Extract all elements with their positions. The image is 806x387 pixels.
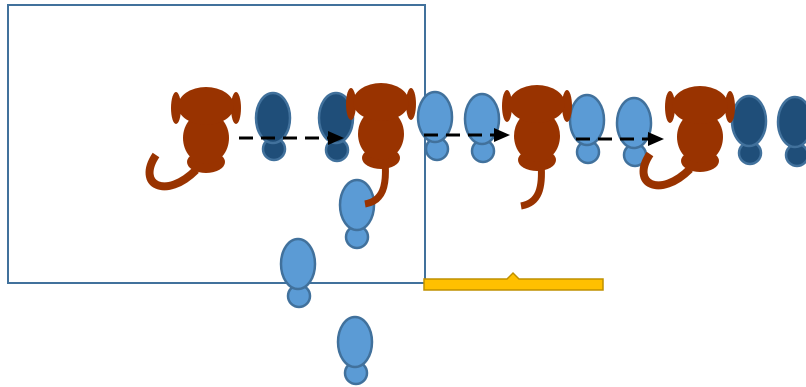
- selection-frame: [7, 4, 426, 284]
- blob-light-1: [416, 90, 454, 162]
- blob-dark-4: [776, 95, 806, 168]
- blob-body: [416, 90, 454, 144]
- monkey-ear-left: [346, 88, 356, 120]
- blob-light-7: [336, 315, 374, 386]
- monkey-tail: [639, 151, 693, 190]
- blob-body: [615, 96, 653, 150]
- arrow-3: [576, 132, 664, 146]
- monkey-body: [514, 110, 560, 162]
- monkey-ear-right: [406, 88, 416, 120]
- monkey-head: [178, 87, 234, 125]
- blob-dark-2: [317, 91, 355, 163]
- blob-body: [463, 92, 501, 146]
- monkey-head: [672, 86, 728, 124]
- arrow-head: [328, 131, 344, 145]
- monkey-3: [502, 85, 572, 210]
- arrow-head: [648, 132, 664, 146]
- monkey-ear-left: [171, 92, 181, 124]
- monkey-head: [353, 83, 409, 121]
- blob-light-6: [279, 237, 317, 309]
- arrow-head: [494, 128, 510, 142]
- monkey-ear-right: [725, 91, 735, 123]
- monkey-ear-left: [665, 91, 675, 123]
- blob-body: [730, 94, 768, 148]
- monkey-body: [358, 108, 404, 160]
- monkey-tail: [145, 152, 199, 191]
- monkey-2: [346, 83, 416, 208]
- monkey-ear-left: [502, 90, 512, 122]
- arrow-1: [239, 131, 344, 145]
- arrow-2: [424, 128, 510, 142]
- blob-body: [336, 315, 374, 369]
- yellow-bracket: [423, 271, 604, 291]
- blob-dark-3: [730, 94, 768, 166]
- blob-body: [279, 237, 317, 291]
- monkey-1: [145, 87, 241, 191]
- blob-light-5: [338, 178, 376, 250]
- monkey-body: [183, 112, 229, 164]
- monkey-ear-right: [231, 92, 241, 124]
- blob-body: [254, 91, 292, 145]
- monkey-ear-right: [562, 90, 572, 122]
- blob-light-2: [463, 92, 501, 164]
- blob-body: [568, 93, 606, 147]
- bracket-shape: [423, 271, 604, 291]
- monkey-4: [639, 86, 735, 190]
- blob-light-3: [568, 93, 606, 165]
- blob-body: [776, 95, 806, 149]
- monkey-body: [677, 111, 723, 163]
- blob-body: [338, 178, 376, 232]
- monkey-head: [509, 85, 565, 123]
- blob-dark-1: [254, 91, 292, 162]
